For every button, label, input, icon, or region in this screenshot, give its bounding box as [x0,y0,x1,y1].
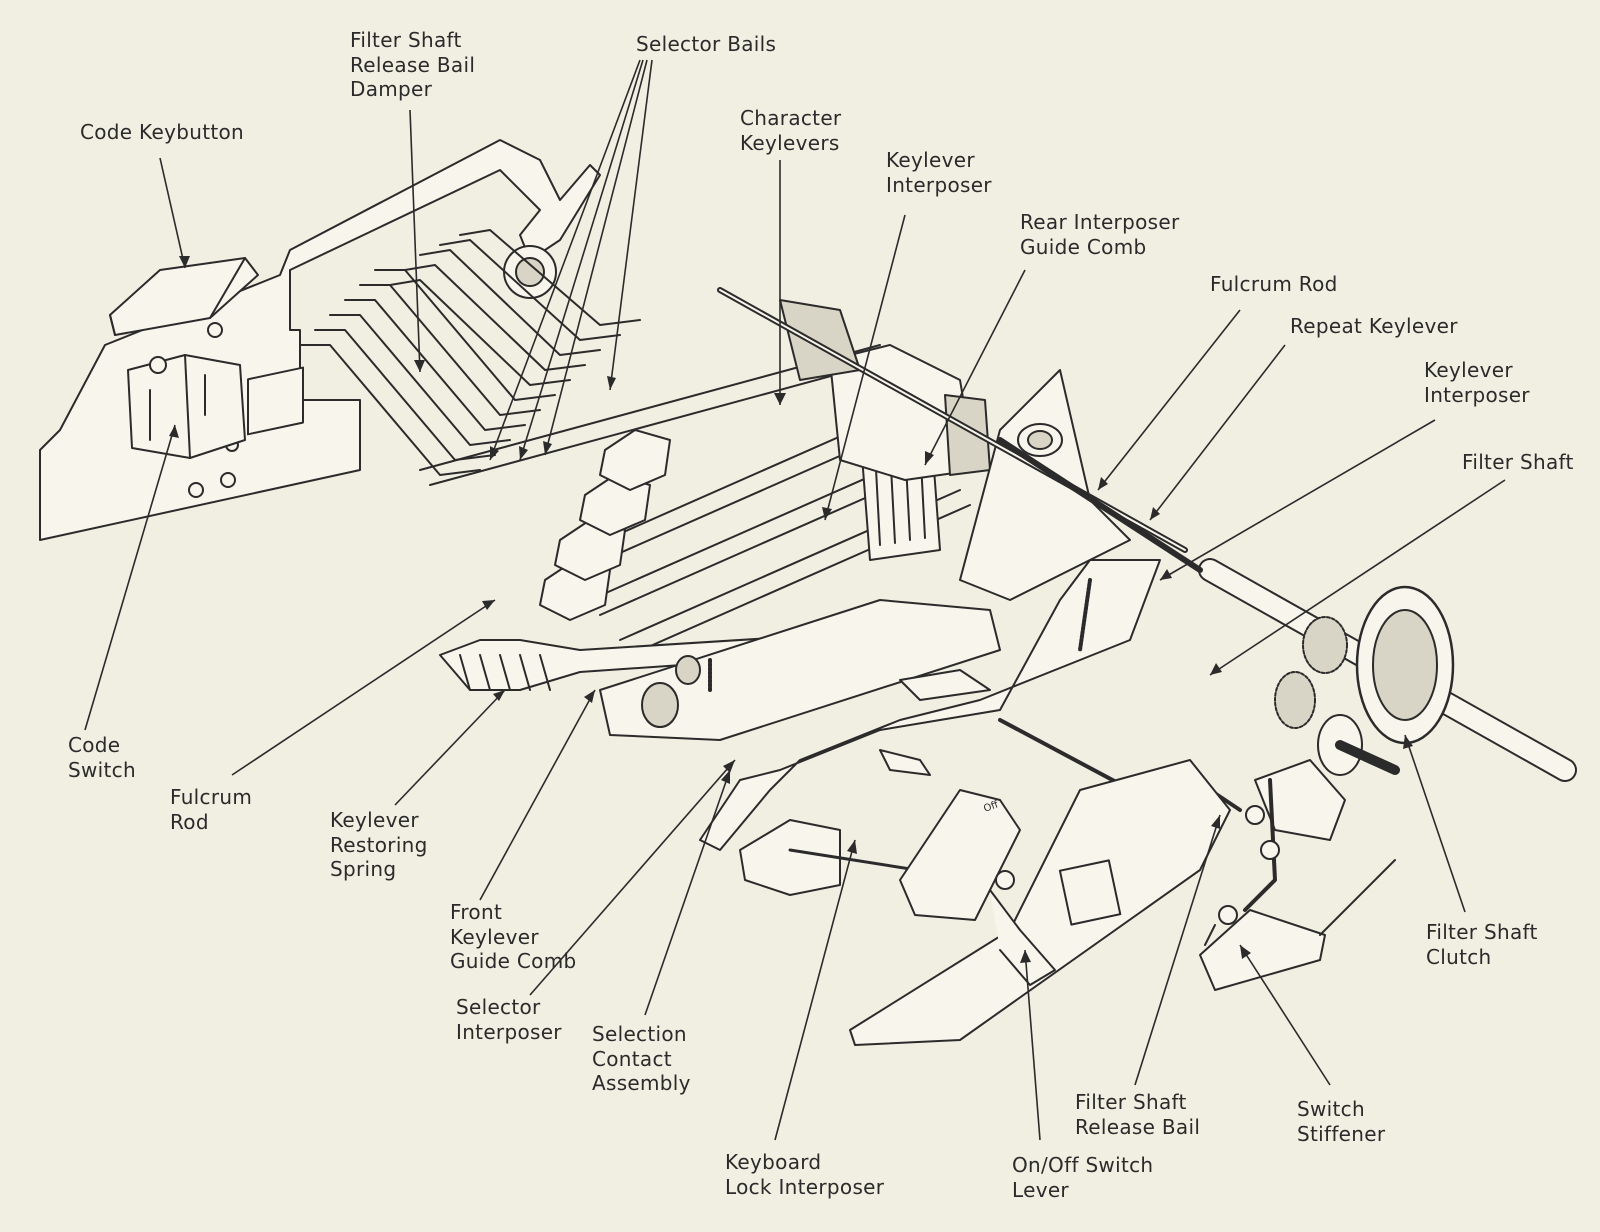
switch-marking: Off [982,799,1001,815]
label-rear-interposer-guide-comb: Rear Interposer Guide Comb [1020,210,1180,259]
label-character-keylevers: Character Keylevers [740,106,842,155]
label-keylever-interposer-right: Keylever Interposer [1424,358,1530,407]
label-code-switch: Code Switch [68,733,136,782]
label-fulcrum-rod-left: Fulcrum Rod [170,785,253,834]
gear-lower [1274,671,1316,729]
selection-contact-base [599,599,1001,741]
label-keylever-restoring-spring: Keylever Restoring Spring [330,808,428,881]
keylever-interposer-bar [699,559,1161,851]
frame-hole-2 [220,472,236,488]
switch-stiffener [1199,909,1326,991]
keylever-wires [299,229,641,476]
filter-shaft-inner [997,437,1203,573]
label-filter-shaft-clutch: Filter Shaft Clutch [1426,920,1538,969]
spring-1 [1078,578,1092,652]
label-selector-interposer: Selector Interposer [456,995,562,1044]
left-side-frame [39,139,601,541]
on-off-switch-key [899,789,1021,921]
label-keyboard-lock-interposer: Keyboard Lock Interposer [725,1150,885,1199]
label-front-keylever-guide-comb: Front Keylever Guide Comb [450,900,577,973]
leader-arrowheads [169,256,1413,963]
keyboard-lock-plate [739,819,841,896]
label-fulcrum-rod-right: Fulcrum Rod [1210,272,1338,296]
leader-lines [84,59,1506,1141]
label-filter-shaft: Filter Shaft [1462,450,1574,474]
on-off-switch-lever [989,889,1056,986]
label-selection-contact-assembly: Selection Contact Assembly [592,1022,691,1095]
label-repeat-keylever: Repeat Keylever [1290,314,1458,338]
label-keylever-interposer-top: Keylever Interposer [886,148,992,197]
label-code-keybutton: Code Keybutton [80,120,244,144]
gear-upper [1302,616,1348,674]
label-filter-shaft-release-bail-damper: Filter Shaft Release Bail Damper [350,28,476,101]
on-off-switch-housing [849,759,1231,1046]
frame-hole-1 [188,482,204,498]
label-selector-bails: Selector Bails [636,32,777,56]
label-on-off-switch-lever: On/Off Switch Lever [1012,1153,1154,1202]
frame-label-plate [247,366,304,436]
label-switch-stiffener: Switch Stiffener [1297,1097,1386,1146]
keytop-4 [599,429,671,491]
label-filter-shaft-release-bail: Filter Shaft Release Bail [1075,1090,1201,1139]
